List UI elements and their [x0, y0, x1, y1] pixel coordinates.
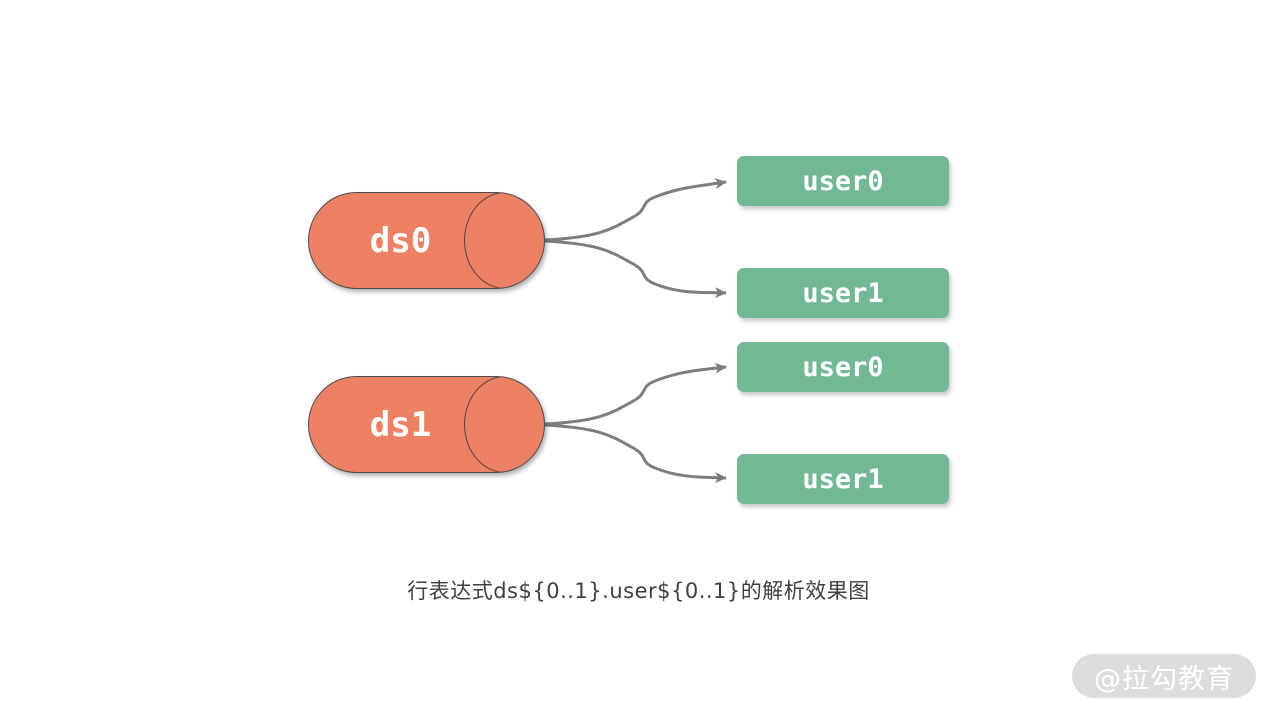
datasource-label: ds0 [369, 220, 432, 261]
datasource-cylinder-ds1: ds1 [308, 376, 545, 473]
cylinder-end-cap [464, 377, 544, 472]
arrow-ds1-to-user1 [544, 423, 727, 484]
arrow-ds1-to-user0 [544, 362, 727, 426]
table-node-user0-of-ds1: user0 [737, 342, 949, 392]
watermark-badge: @拉勾教育 [1072, 654, 1256, 698]
arrow-ds0-to-user0 [544, 178, 727, 242]
datasource-label: ds1 [369, 404, 432, 445]
datasource-cylinder-ds0: ds0 [308, 192, 545, 289]
table-node-user1-of-ds1: user1 [737, 454, 949, 504]
diagram-caption: 行表达式ds${0..1}.user${0..1}的解析效果图 [407, 579, 870, 603]
table-node-user0-of-ds0: user0 [737, 156, 949, 206]
table-node-user1-of-ds0: user1 [737, 268, 949, 318]
cylinder-end-cap [464, 193, 544, 288]
arrow-ds0-to-user1 [544, 239, 727, 299]
